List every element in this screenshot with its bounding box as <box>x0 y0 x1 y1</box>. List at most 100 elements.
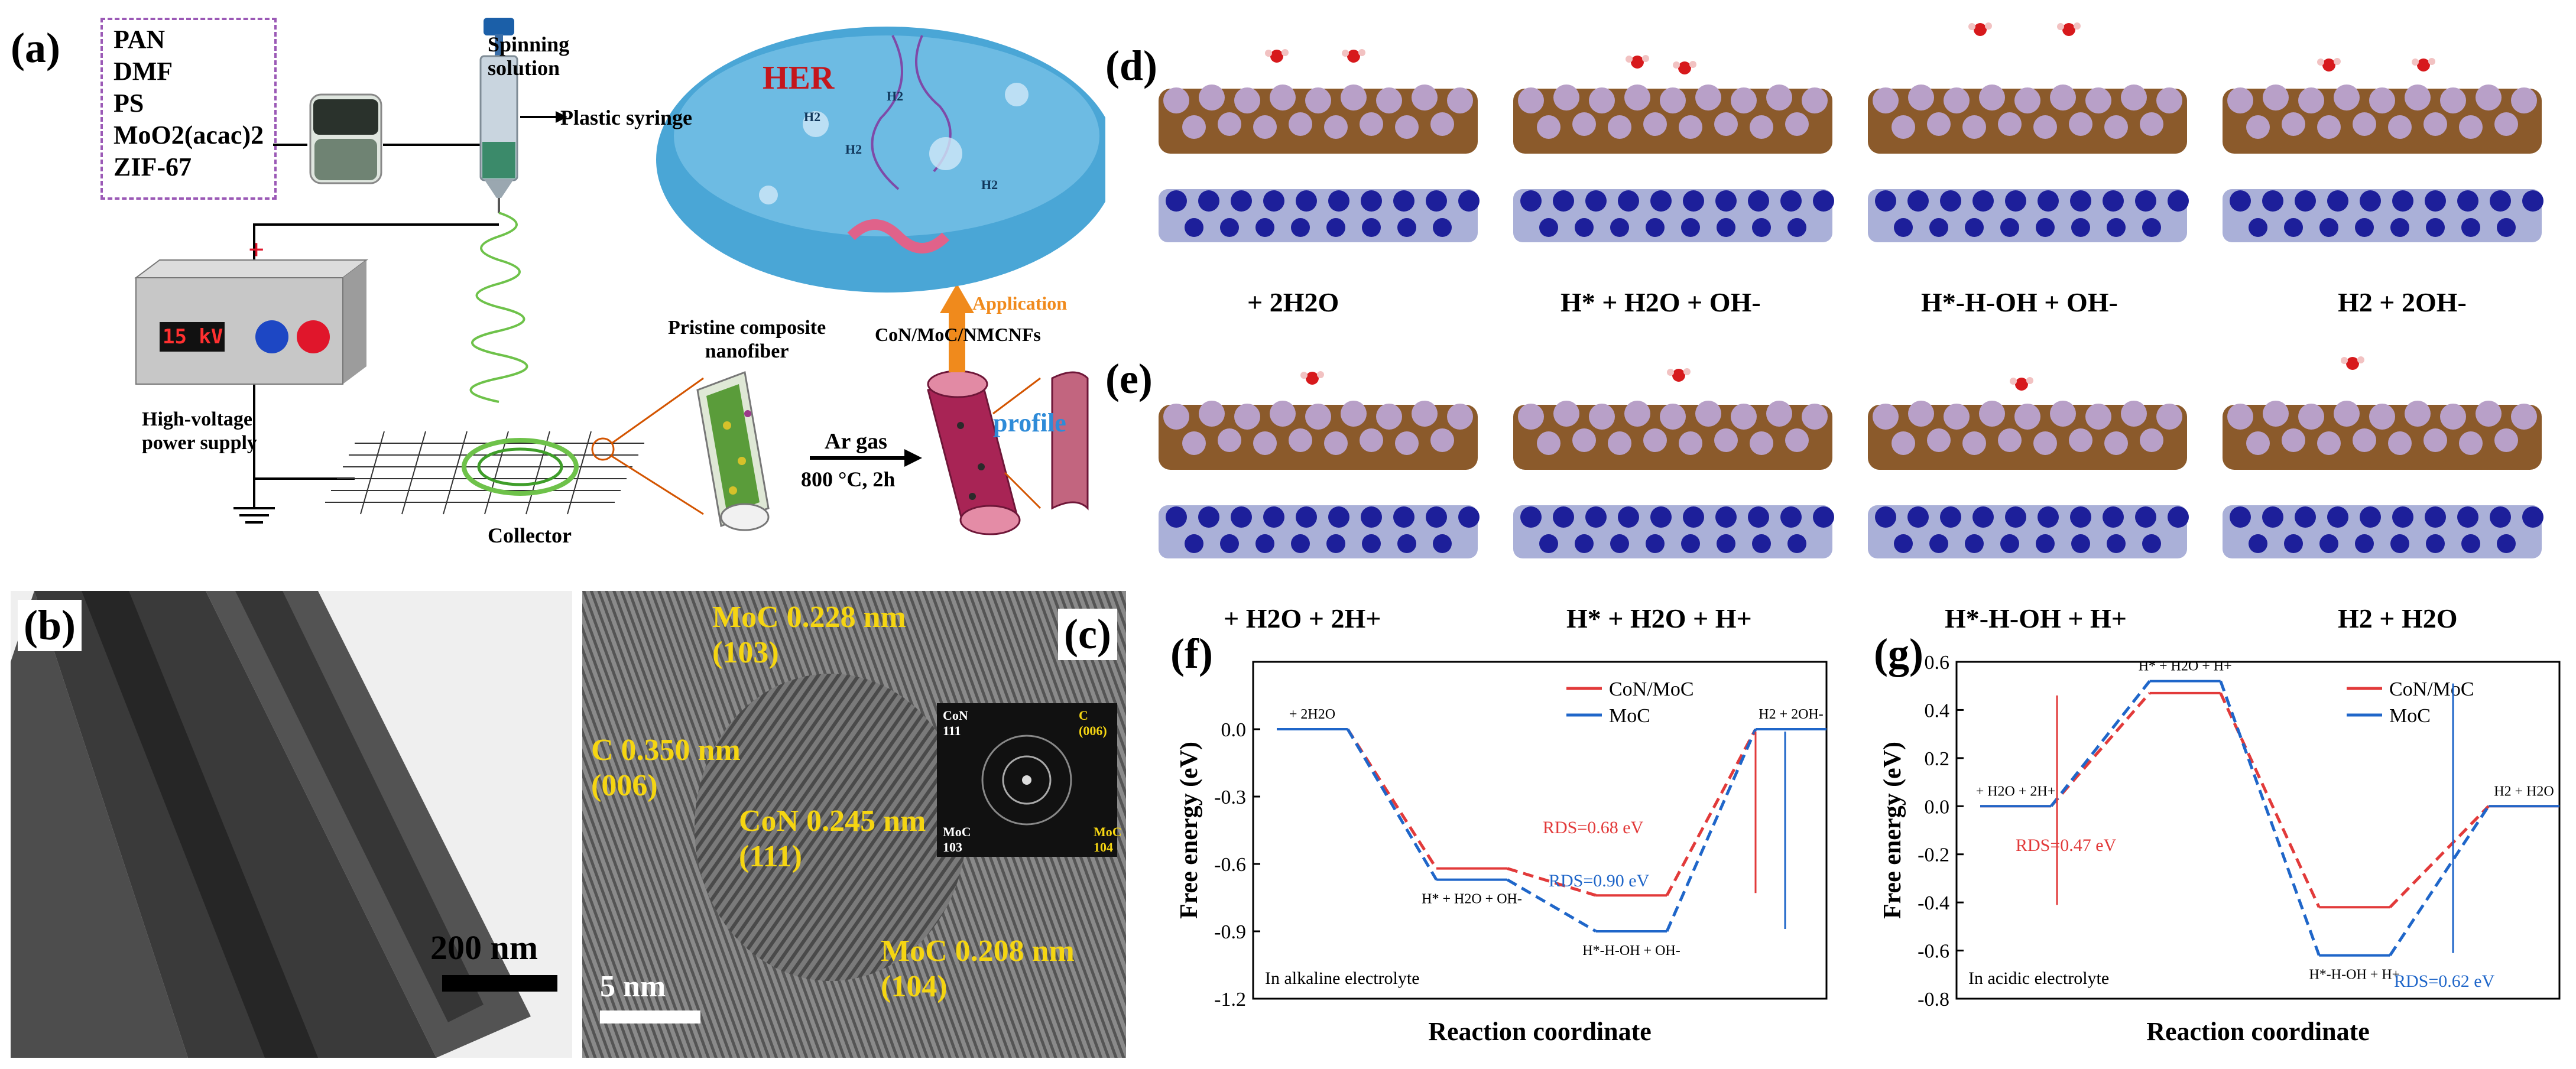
application-label: Application <box>972 293 1068 314</box>
transition-line <box>2219 692 2321 908</box>
h2-label: H2 <box>887 89 904 103</box>
rds-label: RDS=0.62 eV <box>2394 971 2495 991</box>
legend-label: MoC <box>1609 705 1650 727</box>
precursor-item: PAN <box>113 25 166 54</box>
y-tick-label: -0.4 <box>1918 892 1949 914</box>
pristine-line: nanofiber <box>705 340 789 362</box>
step-label-e: H*-H-OH + H+ <box>1945 603 2127 633</box>
x-axis-label: Reaction coordinate <box>1428 1017 1652 1046</box>
annotation-sub: (103) <box>712 636 779 670</box>
profile-sheet-icon <box>1051 371 1089 511</box>
y-tick-label: -0.3 <box>1214 787 1246 808</box>
h2-label: H2 <box>804 109 821 124</box>
pristine-line: Pristine composite <box>668 317 826 339</box>
annotation-sub: (111) <box>739 840 802 873</box>
y-tick-label: -0.6 <box>1918 941 1949 963</box>
panel-label-d: (d) <box>1105 42 1157 89</box>
plot-frame <box>1955 661 2561 1000</box>
state-label: + H2O + 2H+ <box>1976 784 2056 799</box>
fft-label: CoN 111 <box>943 708 968 738</box>
x-axis-label: Reaction coordinate <box>2146 1017 2370 1046</box>
collector-label: Collector <box>488 524 572 547</box>
h2-label: H2 <box>981 177 998 192</box>
y-tick-label: -1.2 <box>1214 989 1246 1010</box>
tem-image-b: 200 nm <box>11 591 572 1058</box>
fft-label: MoC 104 <box>1094 824 1122 854</box>
state-label: H2 + H2O <box>2494 784 2554 799</box>
precursor-item: DMF <box>113 57 173 86</box>
plot-frame <box>1252 661 1828 1000</box>
transition-line <box>1665 728 1757 932</box>
fft-label: C (006) <box>1079 708 1107 738</box>
fft-label: MoC 103 <box>943 824 971 854</box>
rds-label: RDS=0.90 eV <box>1549 871 1650 891</box>
transition-line <box>2050 680 2151 807</box>
panel-label-b-overlay: (b) <box>18 600 82 651</box>
h2-label: H2 <box>845 142 862 157</box>
state-label: H* + H2O + OH- <box>1422 892 1522 907</box>
transition-line <box>1665 728 1757 896</box>
plus-sign: + <box>248 234 265 265</box>
y-tick-label: 0.0 <box>1221 719 1247 741</box>
y-axis-label: Free energy (eV) <box>1176 742 1203 919</box>
rds-label: RDS=0.68 eV <box>1543 818 1644 837</box>
panel-label-e: (e) <box>1105 355 1153 402</box>
y-tick-label: 0.4 <box>1925 700 1950 722</box>
annotation-moc-104: MoC 0.208 nm (104) <box>881 934 1075 1005</box>
y-tick-label: -0.2 <box>1918 844 1949 866</box>
product-label: CoN/MoC/NMCNFs <box>875 324 1041 345</box>
y-tick-label: 0.0 <box>1925 796 1950 818</box>
transition-line <box>1346 728 1438 880</box>
voltage-display: 15 kV <box>163 325 223 349</box>
collector-mesh-icon <box>325 431 644 515</box>
scale-label-b: 200 nm <box>430 928 538 967</box>
annotation-text: MoC 0.228 nm <box>712 600 906 634</box>
panel-label: (f) <box>1170 638 1213 677</box>
step-label-e: H* + H2O + H+ <box>1566 603 1752 633</box>
state-label: H* + H2O + H+ <box>2139 659 2232 674</box>
legend-label: CoN/MoC <box>1609 678 1694 700</box>
y-tick-label: -0.8 <box>1918 989 1949 1010</box>
transition-line <box>2389 805 2490 957</box>
scale-bar-b <box>442 975 557 992</box>
annotation-con-111: CoN 0.245 nm (111) <box>739 804 926 875</box>
annotation-text: C 0.350 nm <box>591 733 741 767</box>
electrolyte-note: In alkaline electrolyte <box>1265 969 1420 988</box>
precursor-box: PAN DMF PS MoO2(acac)2 ZIF-67 <box>100 18 277 200</box>
transition-line <box>2219 680 2321 956</box>
legend-label: CoN/MoC <box>2389 678 2474 700</box>
annotation-sub: (006) <box>591 769 658 802</box>
transition-line <box>1506 878 1597 933</box>
spinning-solution-line: solution <box>488 56 560 80</box>
panel-label-a: (a) <box>11 24 60 72</box>
y-axis-label: Free energy (eV) <box>1879 742 1906 919</box>
pristine-nanofiber-icon <box>696 371 770 531</box>
step-label-d: + 2H2O <box>1247 287 1339 317</box>
annotation-sub: (104) <box>881 970 948 1003</box>
annotation-text: MoC 0.208 nm <box>881 934 1075 968</box>
schematic-graphics <box>134 18 1105 535</box>
hrtem-image-c: MoC 0.228 nm (103) C 0.350 nm (006) CoN … <box>582 591 1126 1058</box>
plastic-syringe-label: Plastic syringe <box>560 106 692 129</box>
profile-label: profile <box>993 408 1066 437</box>
y-tick-label: 0.2 <box>1925 748 1950 770</box>
electrolyte-note: In acidic electrolyte <box>1968 969 2109 988</box>
solution-vial-icon <box>309 93 382 184</box>
scale-label-c: 5 nm <box>600 970 666 1003</box>
panel-label: (g) <box>1874 638 1923 677</box>
state-label: H*-H-OH + H+ <box>2309 967 2400 983</box>
state-label: H*-H-OH + OH- <box>1582 943 1680 958</box>
step-label-d: H* + H2O + OH- <box>1560 287 1761 317</box>
carbon-nanofiber-icon <box>927 370 1021 535</box>
state-label: + 2H2O <box>1289 707 1335 722</box>
rds-label: RDS=0.47 eV <box>2016 836 2117 855</box>
syringe-icon <box>479 18 518 213</box>
annotation-moc-103: MoC 0.228 nm (103) <box>671 600 906 671</box>
power-supply-label: High-voltage power supply <box>142 408 257 455</box>
y-tick-label: -0.9 <box>1214 921 1246 943</box>
spinning-solution-line: Spinning <box>488 33 570 56</box>
precursor-item: MoO2(acac)2 <box>113 121 264 150</box>
transition-line <box>2389 805 2490 909</box>
